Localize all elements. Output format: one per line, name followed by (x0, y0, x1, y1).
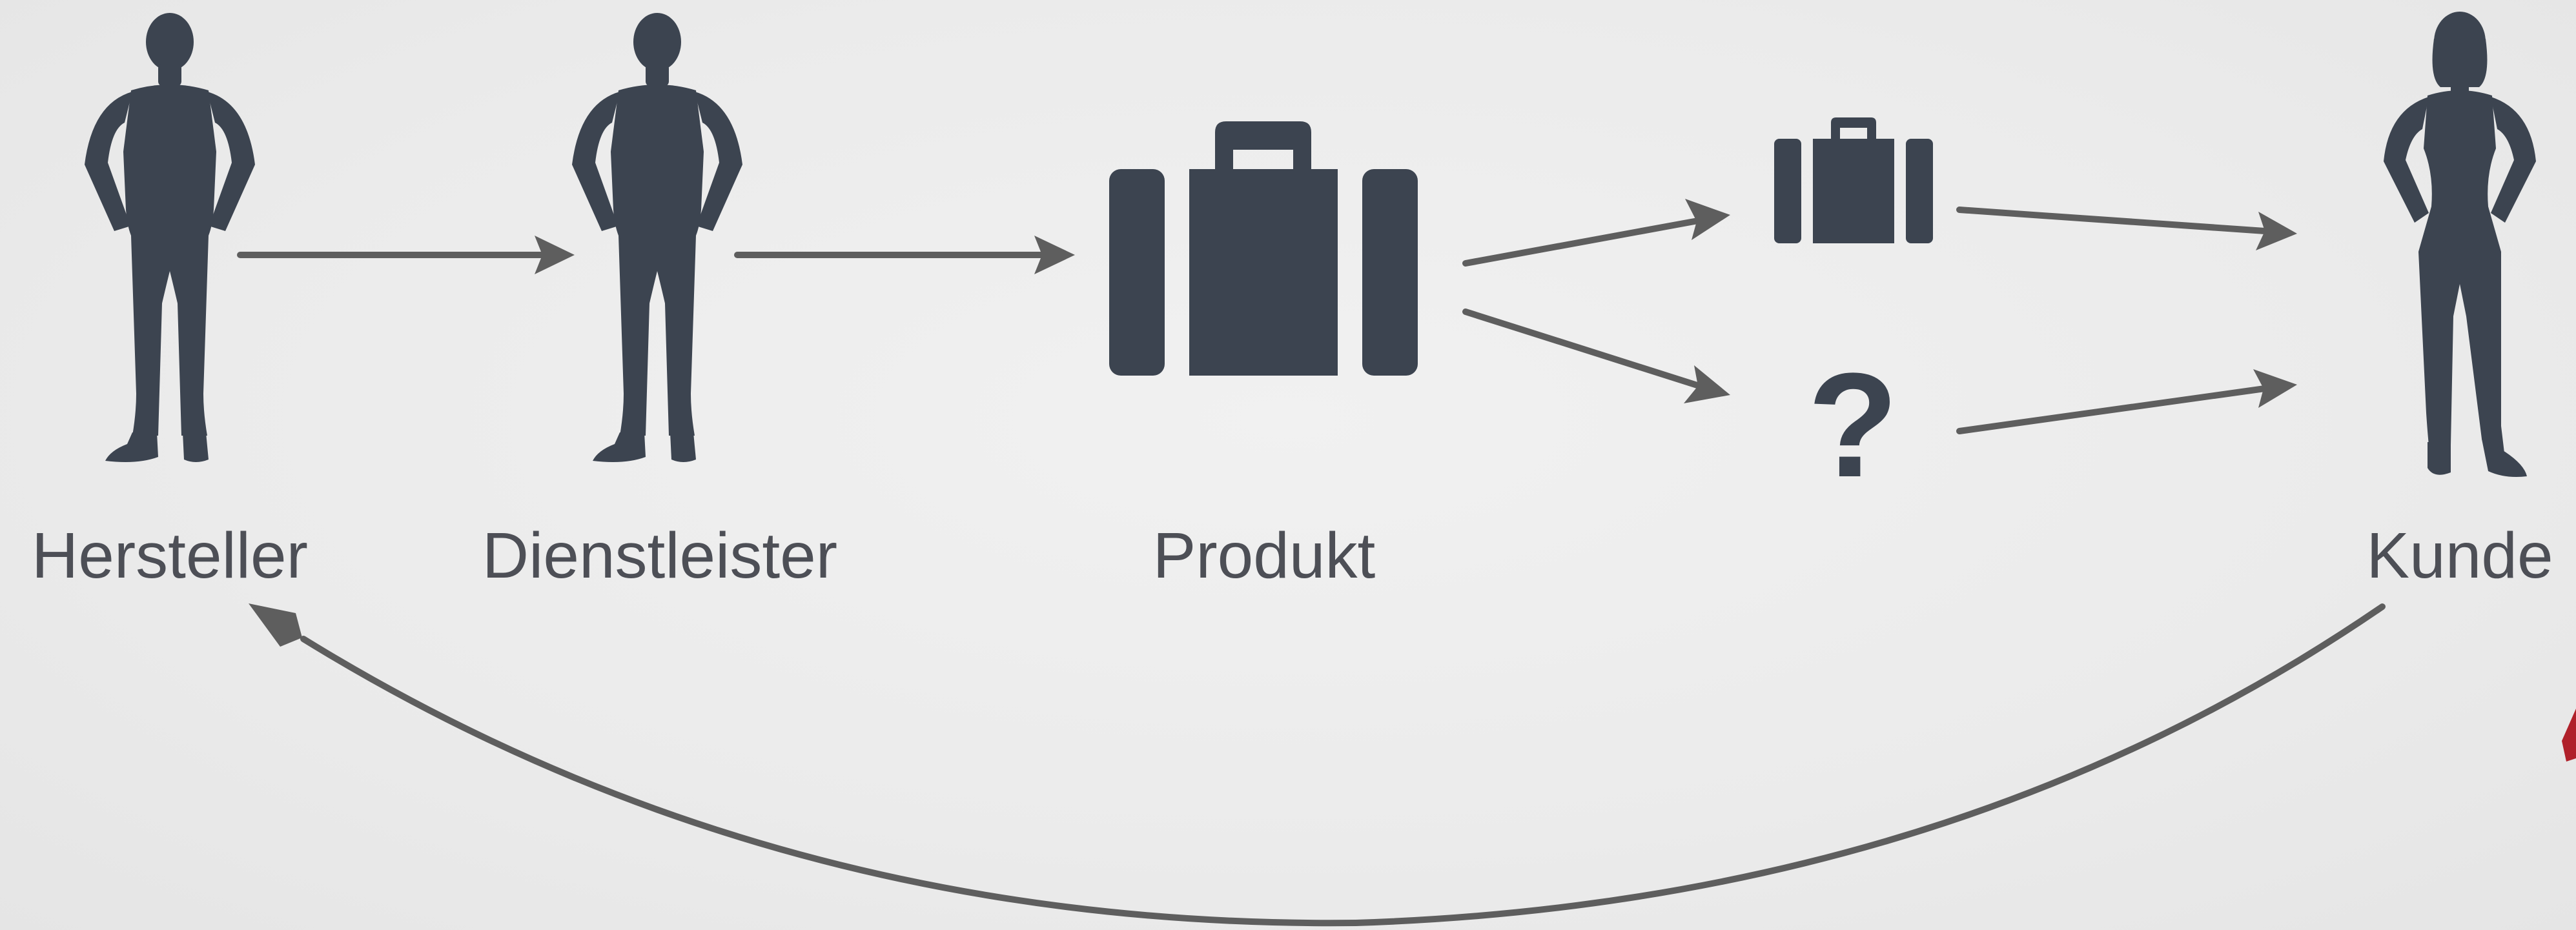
dienstleister-label: Dienstleister (482, 520, 837, 592)
produkt-label: Produkt (1153, 520, 1376, 592)
arrow-dienstleister-to-produkt (734, 236, 1075, 274)
hersteller-icon (85, 13, 255, 462)
arrow-question-to-kunde (1956, 369, 2297, 434)
hersteller-label: Hersteller (32, 520, 308, 592)
dienstleister-icon (572, 13, 742, 462)
arrow-kunde-to-hersteller (249, 603, 2386, 927)
arrow-produkt-to-small-suitcase (1462, 199, 1730, 267)
red-accent-mark (2562, 709, 2576, 762)
question-mark: ? (1808, 342, 1899, 508)
small-suitcase-icon (1774, 117, 1933, 243)
arrow-hersteller-to-dienstleister (237, 236, 575, 274)
suitcase-icon (1109, 121, 1418, 376)
kunde-label: Kunde (2366, 520, 2553, 592)
arrow-small-suitcase-to-kunde (1956, 207, 2297, 250)
arrow-produkt-to-question (1462, 308, 1730, 403)
kunde-icon (2384, 12, 2536, 477)
